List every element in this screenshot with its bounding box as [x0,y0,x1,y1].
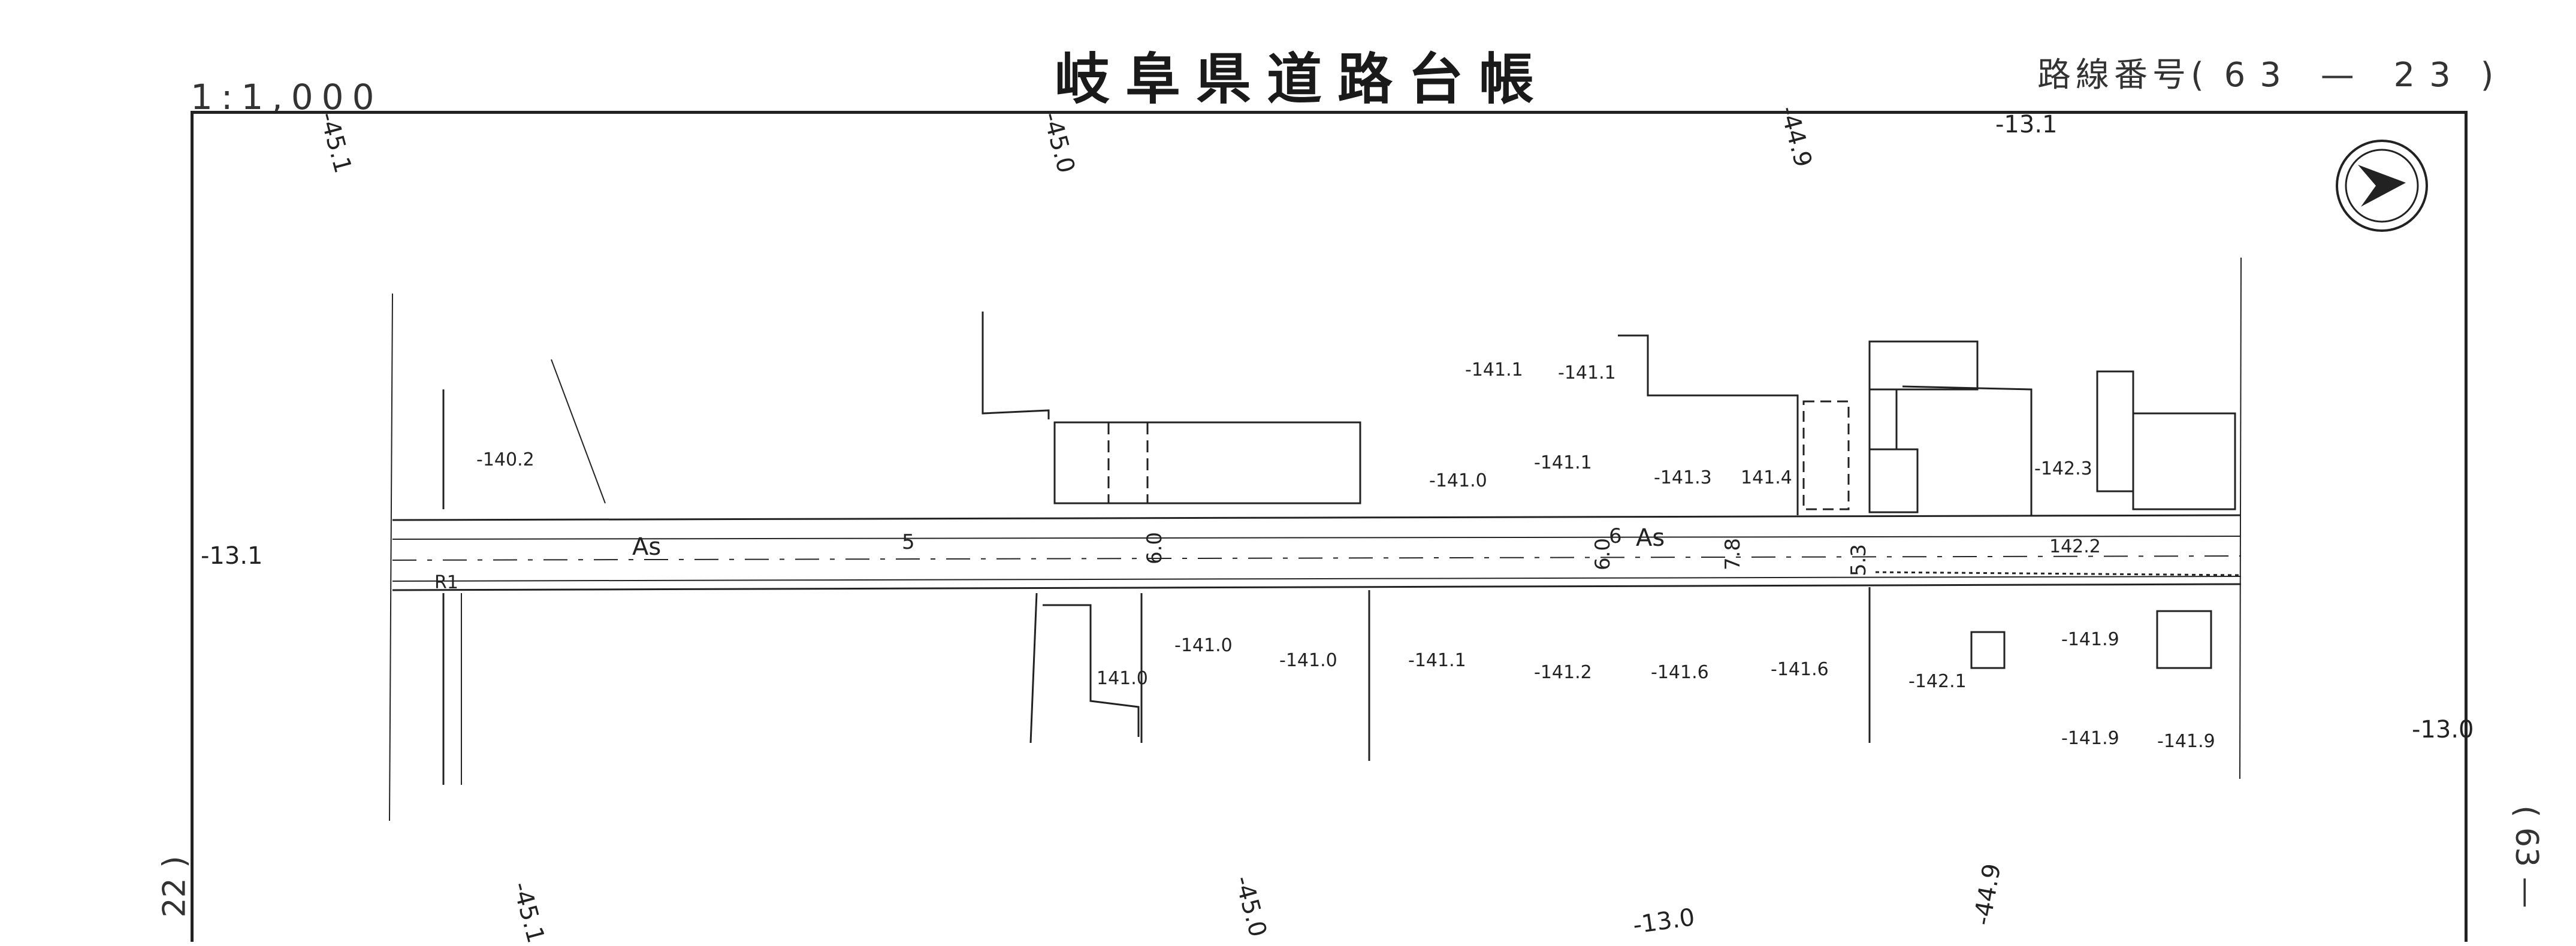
elevation-label: -141.0 [1429,470,1487,491]
map-frame [191,111,2468,942]
building-north-7 [2132,412,2236,510]
road-width-label: 7.8 [1721,537,1745,571]
lot-line-south [1029,593,1038,743]
lot-line-north [1618,334,1799,515]
road-width-label: 6 [1609,524,1622,548]
route-number: 路線番号( 63 — 23 ) [2037,48,2498,96]
road-centerline [392,555,2242,561]
elevation-label: -141.0 [1279,650,1337,671]
building-north-6 [2096,370,2134,492]
elevation-label: 141.4 [1741,467,1792,488]
elevation-label: -141.1 [1534,452,1592,473]
road-edge-north-inner [392,536,2242,540]
elevation-label: -141.1 [1558,362,1616,383]
road-marker: R1 [434,572,458,593]
road-edge-south-inner [392,576,2242,582]
map-boundary-west [389,293,393,821]
building-north-5 [1902,385,2033,515]
elevation-label: -140.2 [476,449,534,470]
elevation-label: -141.1 [1465,359,1523,380]
elevation-label: -141.0 [1174,635,1233,656]
building-north-2 [1868,340,1979,391]
road-surface-label: As [1636,524,1665,552]
road-width-label: 5 [902,530,915,554]
elevation-label: 141.0 [1097,668,1148,689]
route-number-value: 63 — 23 [2224,56,2465,95]
elevation-label: -141.1 [1408,650,1466,671]
elevation-label: -141.6 [1771,659,1829,680]
margin-label-left: 22 ) [156,856,193,918]
route-label: 路線番号( [2037,56,2209,95]
elevation-label: -141.9 [2157,731,2215,752]
coordinate-label: -13.1 [201,542,263,570]
elevation-label: -142.3 [2034,458,2092,479]
north-arrow-icon [2336,140,2428,232]
building-north-4 [1868,448,1919,513]
elevation-label: -141.3 [1654,467,1712,488]
building-dashed [1802,400,1850,510]
page-title: 岐阜県道路台帳 [1055,47,1550,111]
elevation-label: 142.2 [2049,536,2101,557]
elevation-label: -141.9 [2061,629,2119,650]
wall-north-1 [982,312,1050,419]
building-north-3 [1868,388,1898,451]
lot-line-diagonal [551,359,606,504]
road-width-label: 6.0 [1143,531,1167,565]
road-edge-north [392,514,2242,521]
elevation-label: -141.9 [2061,728,2119,749]
road-width-label: 5.3 [1847,543,1871,577]
ditch-line [1875,571,2242,576]
margin-label-right: ( 63 — [2508,805,2544,908]
building-south-2 [1970,631,2006,669]
road-surface-label: As [632,533,662,561]
building-south-3 [2156,610,2212,669]
building-north-1 [1053,421,1361,504]
map-boundary-east [2239,257,2242,779]
map-scale: 1:1,000 [191,77,383,117]
route-close: ) [2480,56,2499,95]
elevation-label: -142.1 [1908,671,1967,692]
elevation-label: -141.6 [1651,662,1709,683]
road-edge-south [392,583,2242,591]
coordinate-label: -13.0 [2412,716,2474,743]
building-south-1 [1043,604,1140,737]
coordinate-label: -13.1 [1995,111,2058,138]
elevation-label: -141.2 [1534,662,1592,683]
